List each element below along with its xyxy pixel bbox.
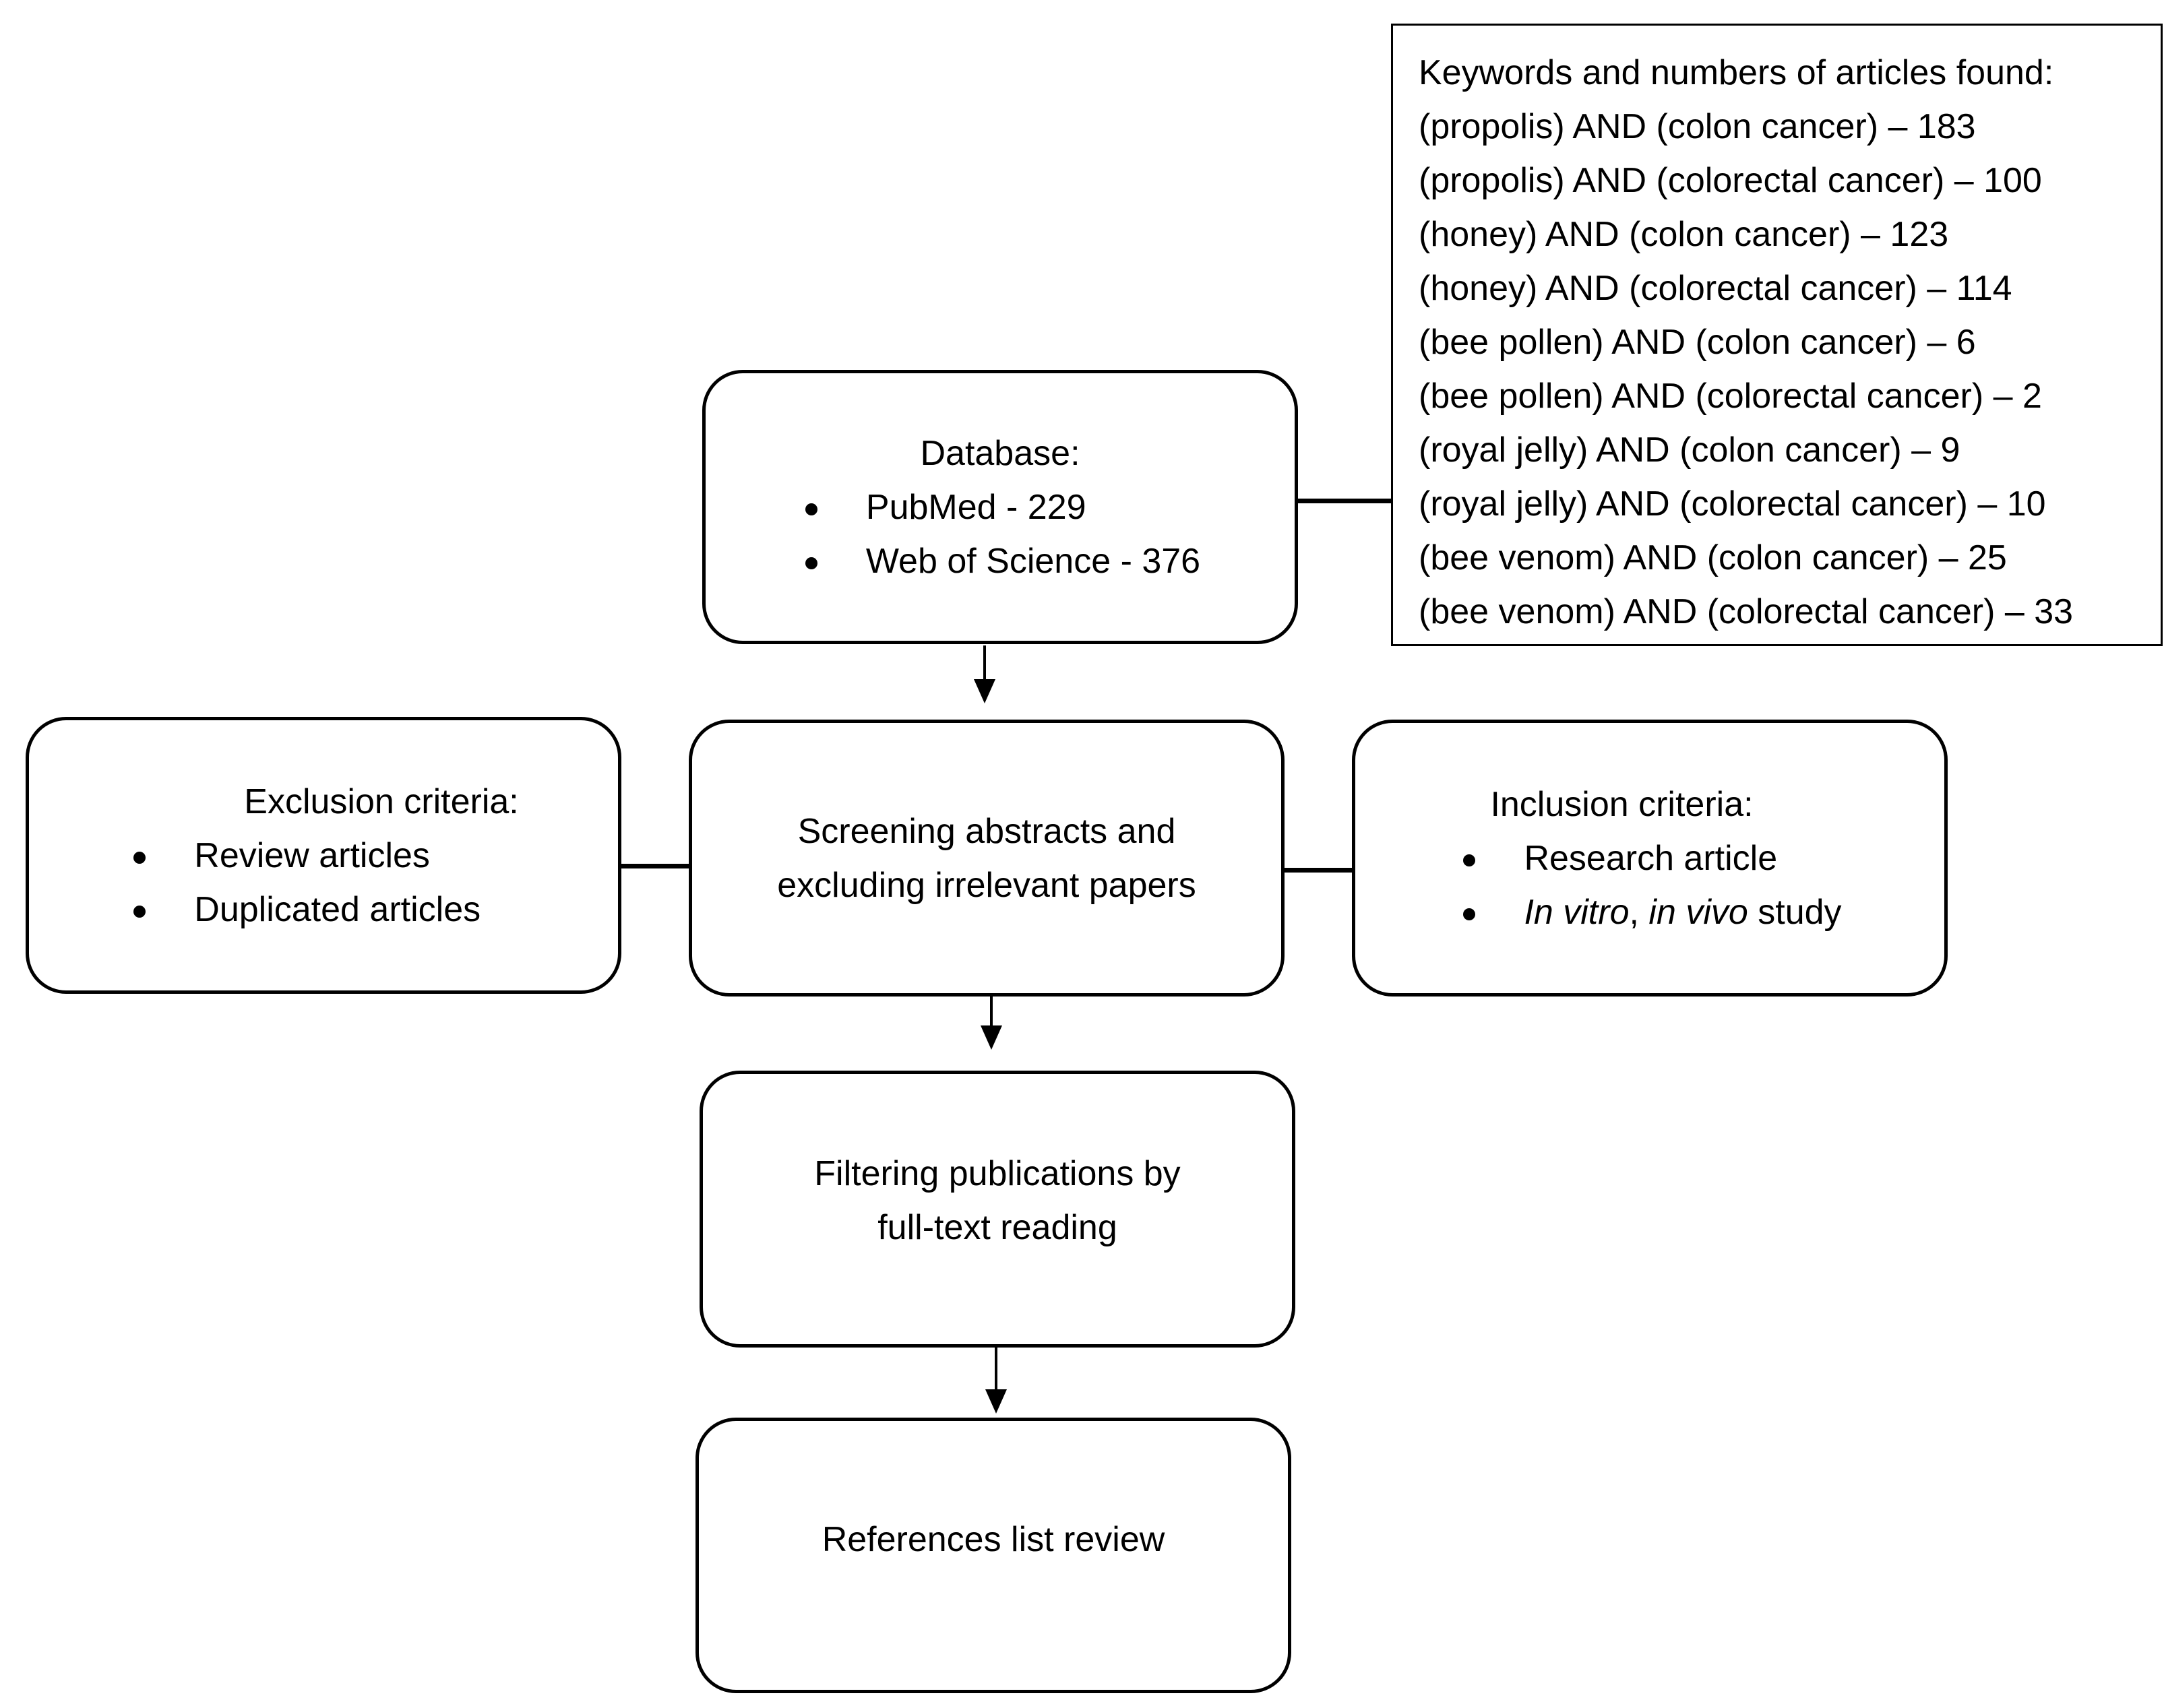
database-list: PubMed - 229 Web of Science - 376 — [800, 480, 1200, 588]
keyword-line: (bee venom) AND (colorectal cancer) – 33 — [1419, 592, 2074, 631]
filtering-box: Filtering publications by full-text read… — [700, 1071, 1295, 1348]
filtering-line-1: Filtering publications by — [814, 1154, 1181, 1193]
arrow-head-icon — [985, 1389, 1007, 1414]
keyword-line: (propolis) AND (colorectal cancer) – 100 — [1419, 161, 2042, 200]
in-vivo-text: in vivo — [1648, 892, 1748, 932]
exclusion-box: Exclusion criteria: Review articles Dupl… — [26, 717, 621, 994]
keyword-line: (bee pollen) AND (colorectal cancer) – 2 — [1419, 377, 2042, 416]
study-text: study — [1748, 892, 1842, 932]
database-keywords-connector — [1298, 499, 1392, 503]
arrow-database-to-screening — [983, 645, 986, 681]
in-vitro-text: In vitro — [1524, 892, 1630, 932]
keyword-line: (honey) AND (colon cancer) – 123 — [1419, 215, 1949, 254]
database-title: Database: — [920, 433, 1080, 473]
exclusion-list: Review articles Duplicated articles — [128, 829, 518, 937]
keyword-line: (bee pollen) AND (colon cancer) – 6 — [1419, 323, 1976, 362]
inclusion-title: Inclusion criteria: — [1490, 784, 1754, 824]
screening-box: Screening abstracts and excluding irrele… — [689, 720, 1285, 997]
exclusion-title: Exclusion criteria: — [244, 782, 519, 821]
references-label: References list review — [822, 1520, 1165, 1559]
references-box: References list review — [695, 1418, 1291, 1693]
arrow-filtering-to-references — [995, 1348, 997, 1391]
exclusion-item: Duplicated articles — [128, 883, 518, 937]
inclusion-item: In vitro, in vivo study — [1458, 885, 1842, 939]
inclusion-list: Research article In vitro, in vivo study — [1458, 831, 1842, 939]
arrow-screening-to-filtering — [990, 997, 993, 1027]
keyword-line: (royal jelly) AND (colorectal cancer) – … — [1419, 484, 2046, 524]
keyword-line: (propolis) AND (colon cancer) – 183 — [1419, 107, 1976, 146]
arrow-head-icon — [981, 1025, 1002, 1050]
screening-line-1: Screening abstracts and — [797, 811, 1176, 851]
filtering-line-2: full-text reading — [877, 1208, 1117, 1247]
keyword-line: (royal jelly) AND (colon cancer) – 9 — [1419, 431, 1960, 470]
screening-inclusion-connector — [1285, 868, 1355, 873]
arrow-head-icon — [974, 679, 995, 703]
keyword-line: (bee venom) AND (colon cancer) – 25 — [1419, 538, 2007, 577]
database-item: Web of Science - 376 — [800, 534, 1200, 588]
keywords-box: Keywords and numbers of articles found: … — [1391, 24, 2163, 646]
separator-text: , — [1629, 892, 1649, 932]
keywords-title: Keywords and numbers of articles found: — [1419, 53, 2054, 92]
exclusion-screening-connector — [621, 864, 691, 868]
inclusion-item: Research article — [1458, 831, 1841, 885]
inclusion-box: Inclusion criteria: Research article In … — [1352, 720, 1948, 997]
screening-line-2: excluding irrelevant papers — [777, 865, 1196, 905]
database-item: PubMed - 229 — [800, 480, 1200, 534]
exclusion-item: Review articles — [128, 829, 518, 883]
database-box: Database: PubMed - 229 Web of Science - … — [702, 370, 1298, 644]
keyword-line: (honey) AND (colorectal cancer) – 114 — [1419, 269, 2012, 308]
